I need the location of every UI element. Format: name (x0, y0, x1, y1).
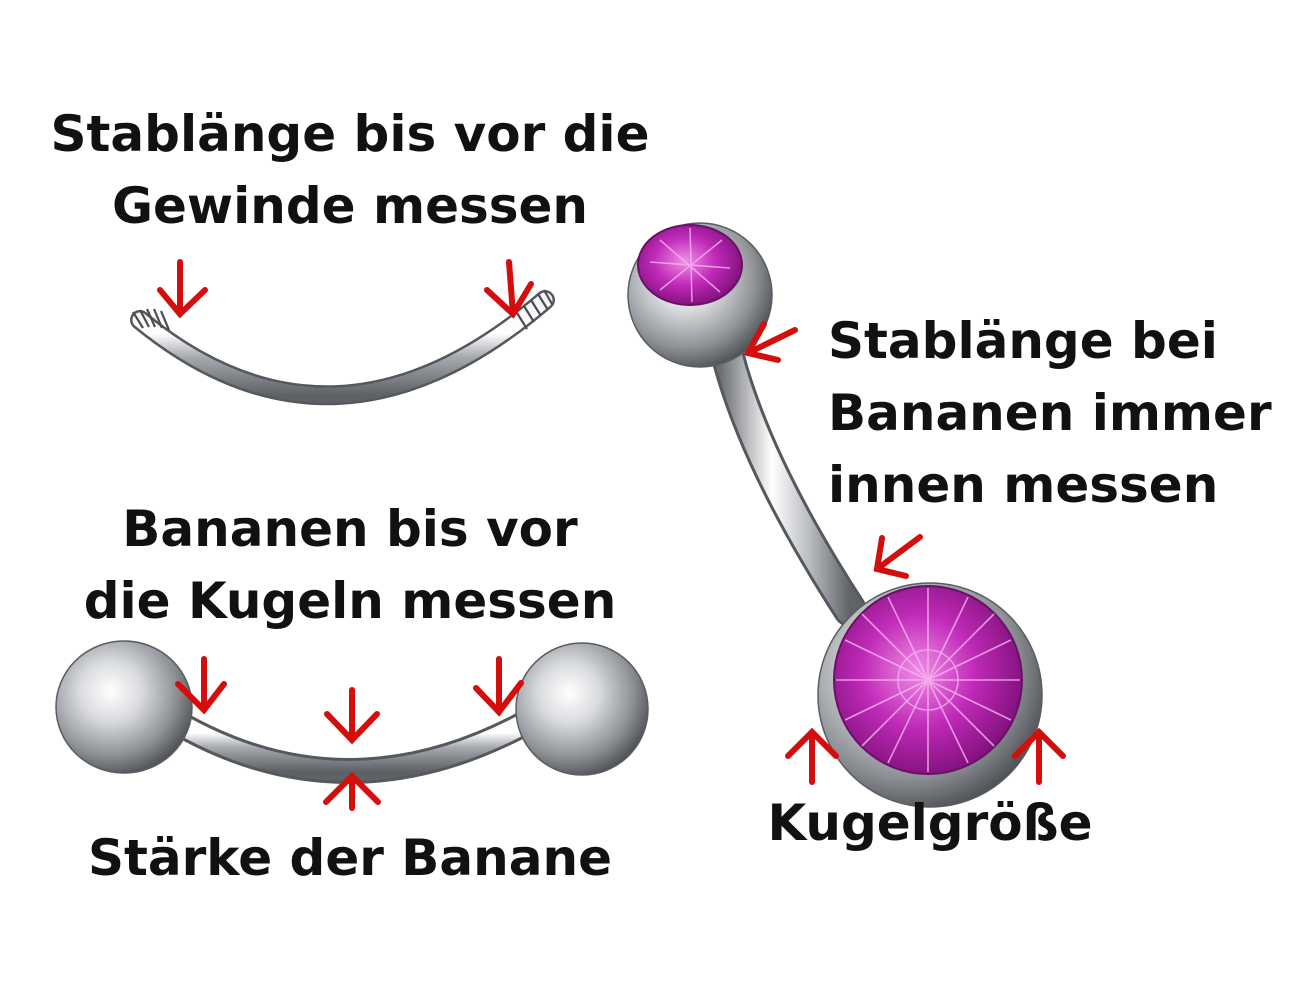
arrow-navel-bottom (873, 534, 923, 579)
arrow-ball-size-left (785, 727, 839, 785)
label-ball-size: Kugelgröße (740, 787, 1120, 859)
arrow-ball-right (473, 656, 524, 717)
thread-left (132, 308, 171, 331)
banana-bar-with-balls (55, 640, 649, 784)
arrow-thread-left (157, 259, 208, 319)
label-navel-bar-line2: Bananen immer (828, 384, 1272, 442)
arrow-navel-top (743, 321, 798, 363)
top-gem-ball (627, 222, 773, 368)
label-navel-bar-line3: innen messen (828, 456, 1219, 514)
label-navel-bar-line1: Stablänge bei (828, 312, 1218, 370)
label-banana-balls: Bananen bis vor die Kugeln messen (40, 493, 660, 637)
bottom-gem-ball (817, 582, 1043, 808)
navel-banana (627, 222, 1043, 808)
arrow-ball-left (175, 656, 227, 715)
thread-right (516, 289, 553, 330)
arrow-thickness (323, 771, 381, 811)
label-threaded-bar-line1: Stablänge bis vor die (50, 105, 650, 163)
label-banana-balls-line1: Bananen bis vor (122, 500, 578, 558)
label-banana-balls-line2: die Kugeln messen (83, 572, 617, 630)
label-ball-size-text: Kugelgröße (767, 794, 1093, 852)
arrow-ball-size-right (1012, 727, 1066, 785)
measurement-arrows (157, 259, 1066, 811)
label-threaded-bar-line2: Gewinde messen (111, 177, 589, 235)
ball-right (515, 642, 649, 776)
label-threaded-bar: Stablänge bis vor die Gewinde messen (40, 98, 660, 242)
ball-left (55, 640, 193, 774)
arrow-thread-right (484, 259, 534, 319)
label-thickness: Stärke der Banane (40, 822, 660, 894)
arrow-mid (324, 687, 380, 745)
label-thickness-text: Stärke der Banane (88, 829, 612, 887)
threaded-curved-bar (130, 289, 555, 406)
label-navel-bar: Stablänge bei Bananen immer innen messen (828, 305, 1298, 521)
